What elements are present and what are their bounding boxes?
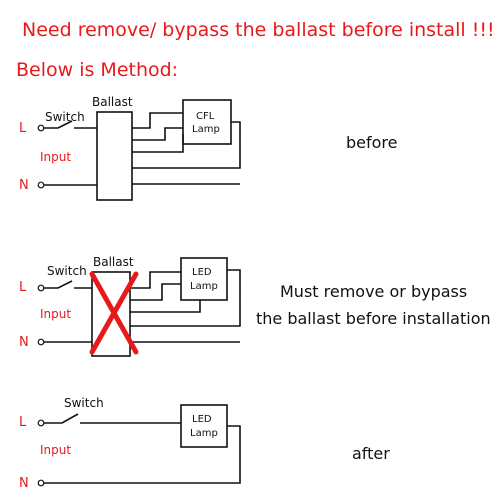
n-terminal bbox=[37, 338, 45, 346]
ballast-to-lamp-wires bbox=[130, 269, 241, 343]
switch-symbol bbox=[44, 280, 92, 289]
switch-label: Switch bbox=[45, 110, 85, 124]
switch-symbol bbox=[44, 120, 97, 129]
method-subtitle: Below is Method: bbox=[16, 59, 178, 81]
switch-label: Switch bbox=[47, 264, 87, 278]
diagram-after: L Switch Input N LED Lamp after bbox=[19, 396, 390, 491]
lamp-type-label: CFL bbox=[196, 111, 215, 122]
ballast-box bbox=[96, 111, 133, 201]
l-terminal bbox=[37, 124, 45, 132]
cfl-lamp-box bbox=[182, 99, 232, 145]
l-terminal bbox=[37, 284, 45, 292]
diagram-bypass: L Switch Input N Ballast LED Lamp Must r… bbox=[19, 255, 491, 357]
lamp-label: Lamp bbox=[190, 428, 218, 439]
lamp-type-label: LED bbox=[192, 267, 212, 278]
l-terminal bbox=[37, 419, 45, 427]
diagram-before: L Switch Input N Ballast CFL Lamp before bbox=[19, 95, 398, 201]
n-terminal-label: N bbox=[19, 476, 29, 491]
before-caption: before bbox=[346, 133, 398, 152]
input-label: Input bbox=[40, 307, 71, 321]
ballast-to-lamp-wires bbox=[132, 112, 241, 185]
led-lamp-box bbox=[180, 404, 228, 448]
l-terminal-label: L bbox=[19, 415, 27, 430]
input-label: Input bbox=[40, 150, 71, 164]
lamp-label: Lamp bbox=[192, 124, 220, 135]
n-terminal bbox=[37, 181, 45, 189]
led-lamp-box bbox=[180, 257, 228, 301]
ballast-label: Ballast bbox=[92, 95, 133, 109]
remove-cross-icon bbox=[89, 271, 139, 355]
bypass-caption-line1: Must remove or bypass bbox=[280, 282, 467, 301]
switch-label: Switch bbox=[64, 396, 104, 410]
after-caption: after bbox=[352, 444, 390, 463]
lamp-type-label: LED bbox=[192, 414, 212, 425]
lamp-label: Lamp bbox=[190, 281, 218, 292]
switch-symbol bbox=[44, 413, 181, 424]
warning-title: Need remove/ bypass the ballast before i… bbox=[22, 19, 495, 41]
input-label: Input bbox=[40, 443, 71, 457]
n-terminal bbox=[37, 479, 45, 487]
l-terminal-label: L bbox=[19, 121, 27, 136]
lamp-to-neutral-wire bbox=[44, 425, 241, 484]
l-terminal-label: L bbox=[19, 280, 27, 295]
ballast-label: Ballast bbox=[93, 255, 134, 269]
bypass-caption-line2: the ballast before installation bbox=[256, 309, 491, 328]
n-terminal-label: N bbox=[19, 335, 29, 350]
n-terminal-label: N bbox=[19, 178, 29, 193]
